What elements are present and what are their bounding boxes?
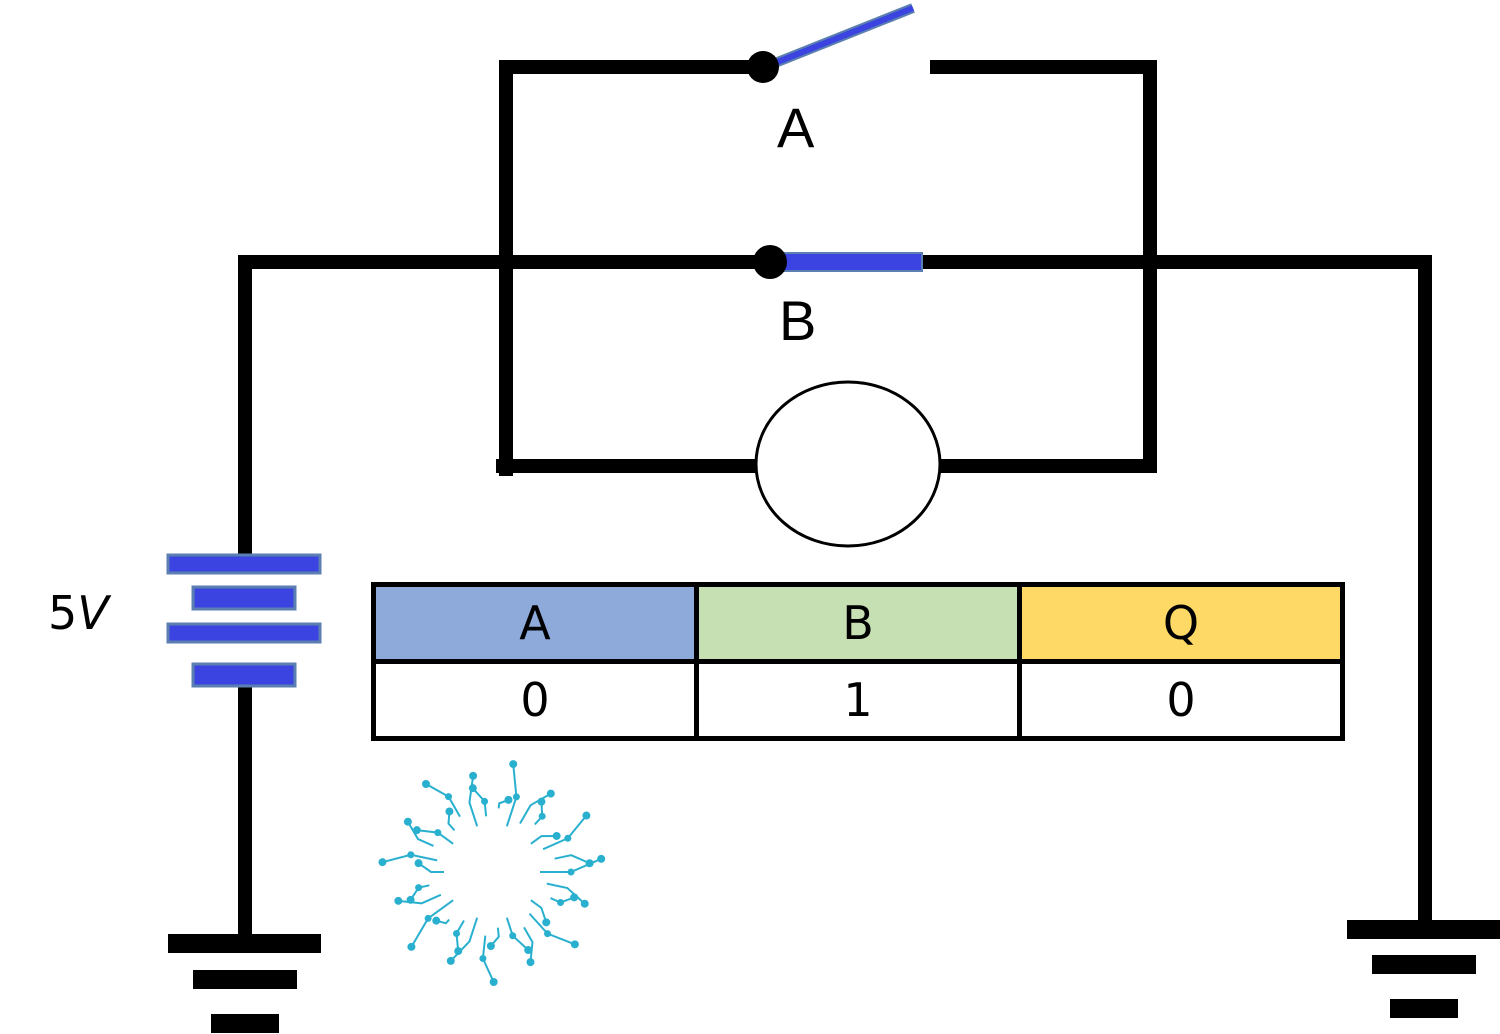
circuit-logo-icon — [378, 760, 606, 986]
logo-node — [394, 896, 403, 905]
logo-node — [557, 899, 565, 907]
logo-node — [479, 955, 487, 963]
logo-trace — [554, 854, 591, 865]
logo-trace — [468, 775, 479, 827]
logo-node — [544, 930, 552, 938]
logo-node — [597, 854, 606, 863]
logo-node — [445, 793, 452, 801]
logo-node — [570, 940, 579, 949]
logo-node — [526, 958, 535, 967]
switch-b-pivot — [753, 245, 787, 279]
voltage-label: 5V — [48, 590, 109, 636]
logo-node — [504, 795, 513, 804]
logo-node — [486, 941, 495, 950]
logo-node — [406, 895, 415, 904]
logo-trace — [490, 927, 500, 947]
logo-node — [585, 859, 594, 868]
truth-table-row: 0 1 0 — [371, 659, 1345, 741]
logo-node — [434, 829, 442, 837]
logo-node — [524, 946, 533, 955]
value-q: 0 — [1017, 659, 1345, 741]
logo-trace — [407, 821, 434, 847]
value-a: 0 — [371, 659, 699, 741]
logo-trace — [447, 811, 456, 832]
wire-top-right — [930, 60, 1157, 471]
logo-node — [407, 942, 416, 951]
logo-node — [542, 918, 551, 927]
logo-node — [509, 760, 518, 769]
logo-trace — [528, 912, 576, 946]
switch-b-label: B — [779, 289, 817, 352]
header-a: A — [371, 582, 699, 664]
logo-node — [509, 932, 517, 940]
lamp-icon — [754, 380, 942, 548]
logo-trace — [542, 814, 588, 851]
truth-table-header-row: A B Q — [371, 582, 1345, 664]
switch-b-blade — [769, 252, 923, 272]
logo-node — [445, 807, 454, 816]
truth-table: A B Q 0 1 0 — [371, 582, 1345, 741]
logo-trace — [523, 926, 534, 963]
header-q: Q — [1017, 582, 1345, 664]
logo-node — [454, 947, 463, 956]
logo-node — [415, 884, 423, 892]
header-b: B — [694, 582, 1022, 664]
logo-trace — [398, 893, 442, 905]
switch-b — [753, 245, 923, 279]
logo-node — [537, 797, 546, 806]
voltage-unit: V — [77, 586, 109, 640]
value-b: 1 — [694, 659, 1022, 741]
logo-trace — [450, 917, 479, 962]
logo-trace — [417, 862, 444, 873]
logo-node — [432, 916, 441, 925]
logo-node — [512, 793, 520, 801]
logo-node — [546, 789, 555, 798]
logo-node — [570, 893, 579, 902]
logo-node — [407, 851, 415, 859]
logo-node — [468, 784, 477, 793]
logo-trace — [530, 834, 557, 845]
logo-node — [424, 914, 432, 922]
logo-node — [469, 771, 478, 780]
switch-a-label: A — [777, 96, 815, 159]
logo-node — [538, 812, 546, 820]
logo-node — [412, 826, 421, 835]
voltage-value: 5 — [48, 586, 78, 640]
logo-trace — [519, 792, 552, 825]
logo-node — [378, 858, 387, 867]
logo-trace — [546, 882, 586, 905]
logo-node — [489, 977, 498, 986]
switch-a-pivot — [747, 51, 779, 83]
logo-node — [421, 780, 430, 789]
logo-trace — [425, 783, 461, 818]
wire-top-left — [499, 60, 763, 476]
logo-node — [446, 956, 455, 965]
logo-node — [567, 868, 575, 876]
logo-node — [582, 811, 591, 820]
logo-node — [481, 797, 489, 805]
logo-node — [564, 834, 572, 842]
wire-main-right — [922, 255, 1432, 925]
battery-icon — [166, 553, 322, 688]
switch-a — [747, 3, 915, 83]
logo-node — [414, 859, 423, 868]
ground-icon — [168, 934, 321, 1033]
logo-node — [403, 817, 412, 826]
logo-node — [580, 899, 589, 908]
logo-node — [552, 831, 561, 840]
ground-icon — [1347, 920, 1500, 1018]
logo-node — [453, 929, 460, 937]
wire-main-left — [238, 255, 770, 555]
logo-trace — [530, 899, 548, 923]
